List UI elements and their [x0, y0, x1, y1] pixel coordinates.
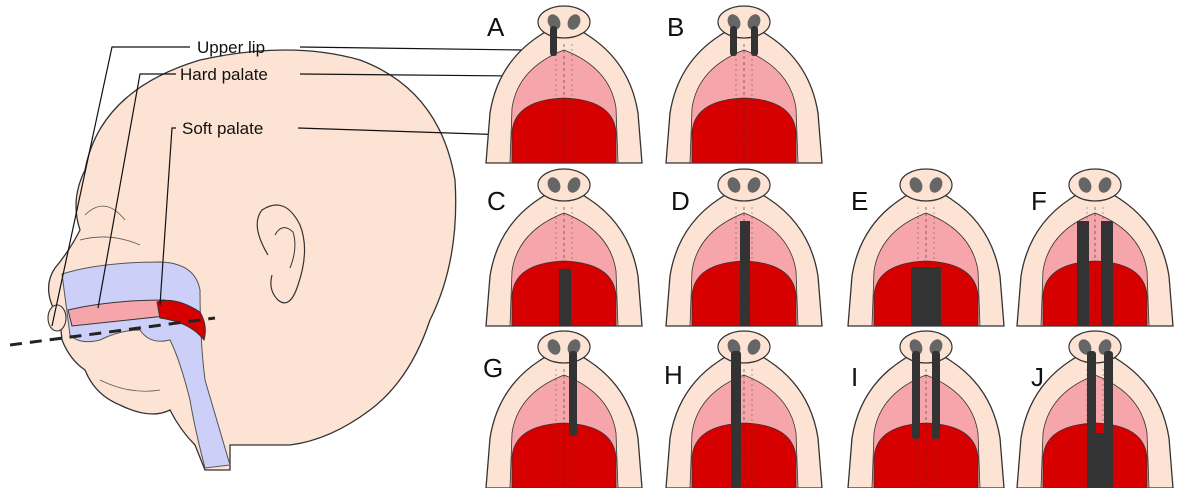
panel-letter-g: G	[483, 353, 503, 383]
label-upper-lip: Upper lip	[197, 38, 265, 57]
panel-c	[486, 169, 642, 326]
panel-h	[666, 331, 822, 488]
panel-letter-e: E	[851, 186, 868, 216]
panel-letter-c: C	[487, 186, 506, 216]
head-profile	[10, 50, 456, 470]
panel-letter-d: D	[671, 186, 690, 216]
panel-e	[848, 169, 1004, 326]
panel-b	[666, 6, 822, 163]
label-hard-palate: Hard palate	[180, 65, 268, 84]
upper-lip-shape	[48, 305, 66, 331]
panel-i	[848, 331, 1004, 488]
panel-letter-i: I	[851, 362, 858, 392]
panel-letter-a: A	[487, 12, 505, 42]
panel-g	[486, 331, 642, 488]
panel-letter-b: B	[667, 12, 684, 42]
panel-letter-f: F	[1031, 186, 1047, 216]
label-soft-palate: Soft palate	[182, 119, 263, 138]
panel-letter-h: H	[664, 360, 683, 390]
panel-j	[1017, 331, 1173, 488]
panel-letter-j: J	[1031, 362, 1044, 392]
panel-a	[486, 6, 642, 163]
